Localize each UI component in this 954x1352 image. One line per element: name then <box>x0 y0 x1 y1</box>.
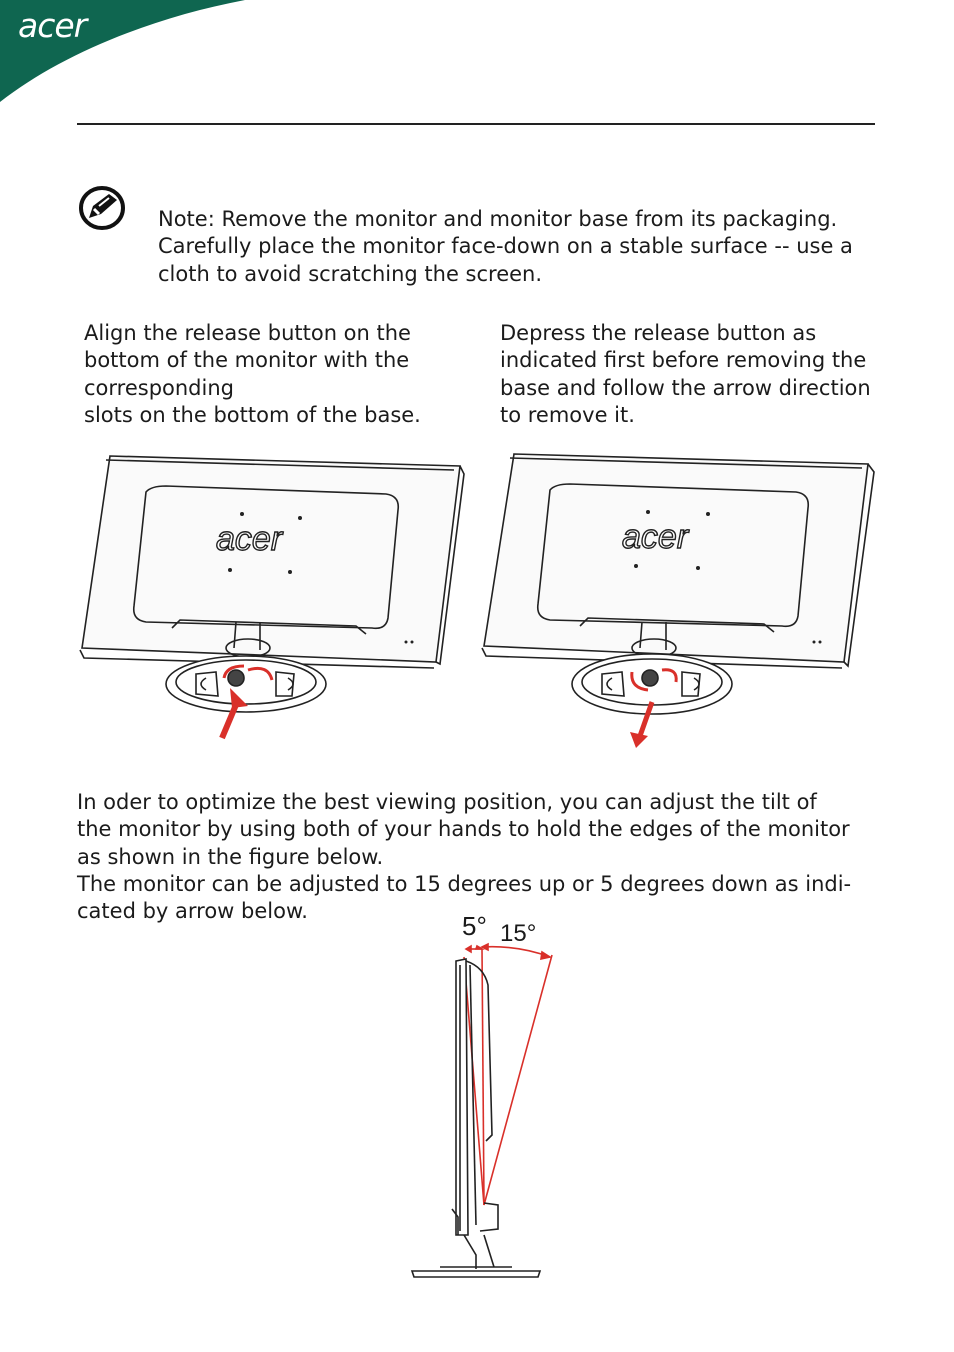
left-step-line: Align the release button on the <box>84 321 411 345</box>
tilt-line: the monitor by using both of your hands … <box>77 817 850 842</box>
left-step-text: Align the release button on the bottom o… <box>84 320 421 429</box>
right-step-text: Depress the release button as indicated … <box>500 320 871 429</box>
note-pencil-icon <box>79 186 125 230</box>
angle-up-label: 15° <box>500 920 536 947</box>
note-line: cloth to avoid scratching the screen. <box>158 261 543 286</box>
note-line: Note: Remove the monitor and monitor bas… <box>158 207 838 231</box>
left-step-line: bottom of the monitor with the <box>84 348 410 373</box>
attach-base-figure: acer <box>79 455 465 740</box>
angle-arrows <box>463 942 553 1206</box>
tilt-angle-figure: 5° 15° <box>410 911 553 1278</box>
remove-base-figure: acer <box>481 453 875 748</box>
left-step-line: corresponding <box>84 375 234 400</box>
right-figure-logo: acer <box>622 518 690 556</box>
angle-down-label: 5° <box>462 911 487 941</box>
header-brand-banner <box>0 0 245 102</box>
right-step-line: base and follow the arrow direction <box>500 375 871 400</box>
tilt-text: In oder to optimize the best viewing pos… <box>77 789 851 925</box>
right-step-line: to remove it. <box>500 402 635 427</box>
tilt-line: The monitor can be adjusted to 15 degree… <box>77 871 852 896</box>
tilt-line: cated by arrow below. <box>77 899 308 924</box>
tilt-line: In oder to optimize the best viewing pos… <box>77 790 817 814</box>
note-text: Note: Remove the monitor and monitor bas… <box>158 206 853 288</box>
header-divider <box>77 123 875 125</box>
tilt-line: as shown in the figure below. <box>77 844 384 869</box>
note-line: Carefully place the monitor face-down on… <box>158 234 853 259</box>
left-figure-logo: acer <box>216 520 284 558</box>
left-step-line: slots on the bottom of the base. <box>84 402 421 427</box>
brand-logo: acer <box>18 6 87 45</box>
right-step-line: Depress the release button as <box>500 321 817 345</box>
right-step-line: indicated first before removing the <box>500 348 867 373</box>
